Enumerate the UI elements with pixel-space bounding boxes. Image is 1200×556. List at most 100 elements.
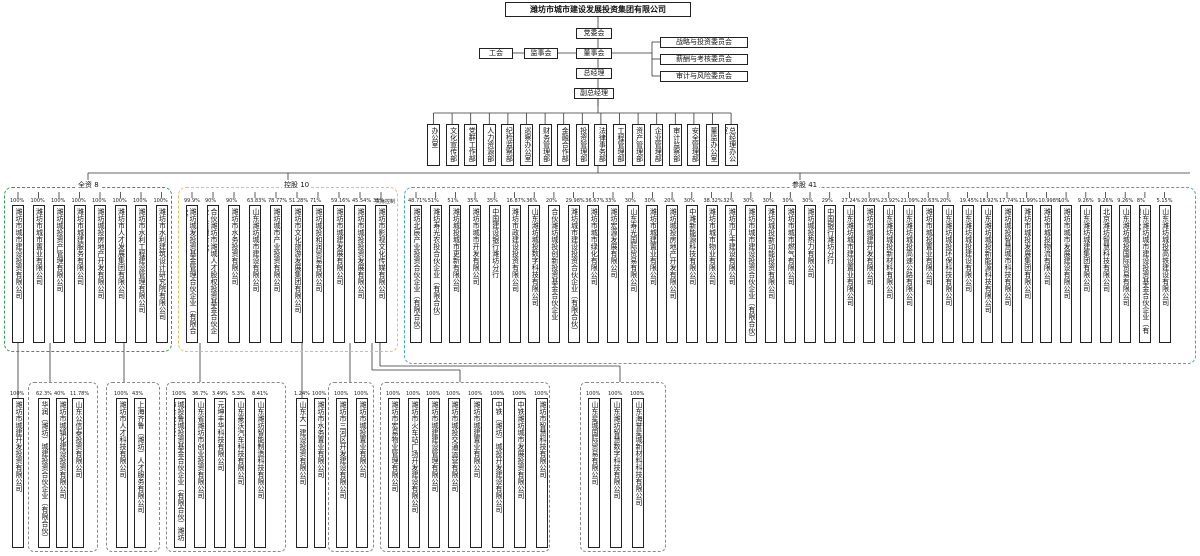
company-box: 潍坊市人才发展集团有限公司 [114,205,127,343]
company-box: 潍坊市城市燃气有限公司 [784,205,797,343]
company-box: 潍坊市城投发展集团有限公司 [1020,205,1033,343]
ownership-pct: 100% [114,391,129,397]
ownership-pct: 9.26% [1117,198,1134,204]
gm-box: 总经理 [576,68,612,79]
sub-group-3 [166,382,286,552]
shareholding-label: 参股 41 [790,180,820,190]
company-box: 潍坊市城建开发有限公司 [863,205,876,343]
subsidiary-box: 潍坊市人才科技有限公司 [116,398,128,548]
ownership-pct: 100% [386,391,401,397]
company-box: 山东潍坊城投新材料有限公司 [882,205,895,343]
ownership-pct: 8% [1136,198,1145,204]
department-box: 董监办公室 [706,124,719,166]
ownership-pct: 36.67% [585,198,605,204]
company-box: 合伙潍坊城投创新投资基金合伙企业 [547,205,560,343]
ownership-pct: 35% [373,198,385,204]
subsidiary-box: 潍坊市城镇化建设投资有限公司 [56,398,68,548]
ownership-pct: 30% [683,198,695,204]
ownership-pct: 51% [447,198,459,204]
department-box: 总经理办公室 [724,124,738,166]
department-box: 投资管理部 [575,124,589,166]
subsidiary-box: 元坤丰华科技有限公司 [214,398,226,548]
subsidiary-box: 潍坊市水务置业有限公司 [314,398,326,548]
subsidiary-box: 山东海誉星城新材料科技有限公司 [632,398,644,548]
ownership-pct: 48.71% [408,198,428,204]
ownership-pct: 20.63% [920,198,940,204]
ownership-pct: 100% [354,391,369,397]
ownership-pct: 36% [526,198,538,204]
subsidiary-box: 潍坊市宏易物业管理有限公司 [388,398,400,548]
company-box: 潍坊市城市开发有限公司 [469,205,482,343]
company-box: 潍坊城市产业投资有限公司 [270,205,282,343]
ownership-pct: 35% [467,198,479,204]
company-box: 山东潍坊城投建设有限公司 [961,205,974,343]
ownership-pct: 30% [762,198,774,204]
ownership-pct: 23.92% [880,198,900,204]
subsidiary-box: 中铁（潍坊）城投开发建设有限公司 [492,398,504,548]
company-box: 山东潍坊城建集团有限公司 [1079,205,1092,343]
department-box: 法律事务部 [594,124,608,166]
company-box: 潍坊市水务投资有限公司 [228,205,240,343]
department-box: 巡察办公室 [520,124,533,166]
board-box: 董事会 [576,48,612,59]
company-box: 潍坊市政建设投资有限公司 [508,205,521,343]
ownership-pct: 100% [71,198,86,204]
ownership-pct: 8.41% [252,391,268,397]
committee-audit: 审计与风险委员会 [660,71,748,82]
subsidiary-box: 山东大一建设投资有限公司 [296,398,308,548]
company-box: 潍坊市城建服务有限公司 [73,205,86,343]
ownership-pct: 30% [644,198,656,204]
company-box: 潍坊城投新动能投资有限公司 [764,205,777,343]
ownership-pct: 100% [133,198,148,204]
ownership-pct: 100% [10,391,25,397]
company-box: 中国建设银行潍坊分行 [488,205,501,343]
sub-group-4 [328,382,374,552]
ownership-pct: 40% [54,391,66,397]
company-box: 山东潍坊城投数字科技有限公司 [528,205,541,343]
department-box: 安全管理部 [687,124,701,166]
company-box: 潍坊市城投物流有限公司 [1040,205,1053,343]
ownership-pct: 71% [310,198,322,204]
ownership-pct: 20.69% [861,198,881,204]
ownership-pct: 36.7% [192,391,208,397]
subsidiary-box: 潍坊市城建开发投资有限公司 [12,398,24,548]
ownership-pct: 32% [723,198,735,204]
subsidiary-box: 潍坊市城投交通运营有限公司 [448,398,460,548]
subsidiary-box: 潍坊市三河区开发建设有限公司 [336,398,348,548]
ownership-pct: 18.92% [979,198,999,204]
company-box: 潍坊市城市建设投资合伙企业（有限合伙） [744,205,757,343]
ownership-pct: 100% [334,391,349,397]
company-box: 北京潍坊智慧科技有限公司 [1099,205,1112,343]
holding-note: 实际控制 [375,199,396,205]
department-box: 金融合作部 [557,124,571,166]
company-box: 潍坊市城建发展有限公司 [333,205,345,343]
ownership-pct: 100% [446,391,461,397]
company-box: 潍坊城投热力有限公司 [804,205,816,343]
subsidiary-box: 山东公信泰投资有限公司 [72,398,84,548]
company-box: 合伙潍坊市潍城人才股权投资基金合伙企业（有限合伙） [207,205,219,343]
company-box: 中潍新能源科技有限公司 [685,205,698,343]
company-box: 潍坊市城市发展建设有限公司 [1060,205,1073,343]
company-box: 潍坊市水利建筑设计研究院有限公司 [155,205,168,343]
ownership-pct: 3.49% [212,391,228,397]
company-box: 潍坊城发投资基金管理合伙企业（有限合伙） [186,205,198,343]
ownership-pct: 9.26% [1097,198,1114,204]
company-box: 山东潍坊城投新能源科技有限公司 [981,205,994,343]
company-box: 潍坊城投资产管理有限公司 [53,205,65,343]
ownership-pct: 100% [312,391,327,397]
company-box: 山东潍坊城投高铁建设有限公司 [1158,205,1171,343]
department-box: 办公室 [427,124,440,166]
ownership-pct: 90% [226,198,238,204]
ownership-pct: 1.24% [294,391,310,397]
ownership-pct: 100% [468,391,483,397]
ownership-pct: 20% [939,198,952,204]
ownership-pct: 33% [605,198,617,204]
company-box: 潍坊市城投投资发展有限公司 [354,205,366,343]
ownership-pct: 99.9% [184,198,200,204]
company-box: 潍坊市城市建设投资有限公司 [12,205,24,343]
sub-group-1 [28,382,98,552]
committee-strategy: 战略与投资委员会 [660,37,748,48]
supervisors-box: 监事会 [524,48,558,59]
ownership-pct: 100% [172,391,187,397]
ownership-pct: 100% [406,391,421,397]
